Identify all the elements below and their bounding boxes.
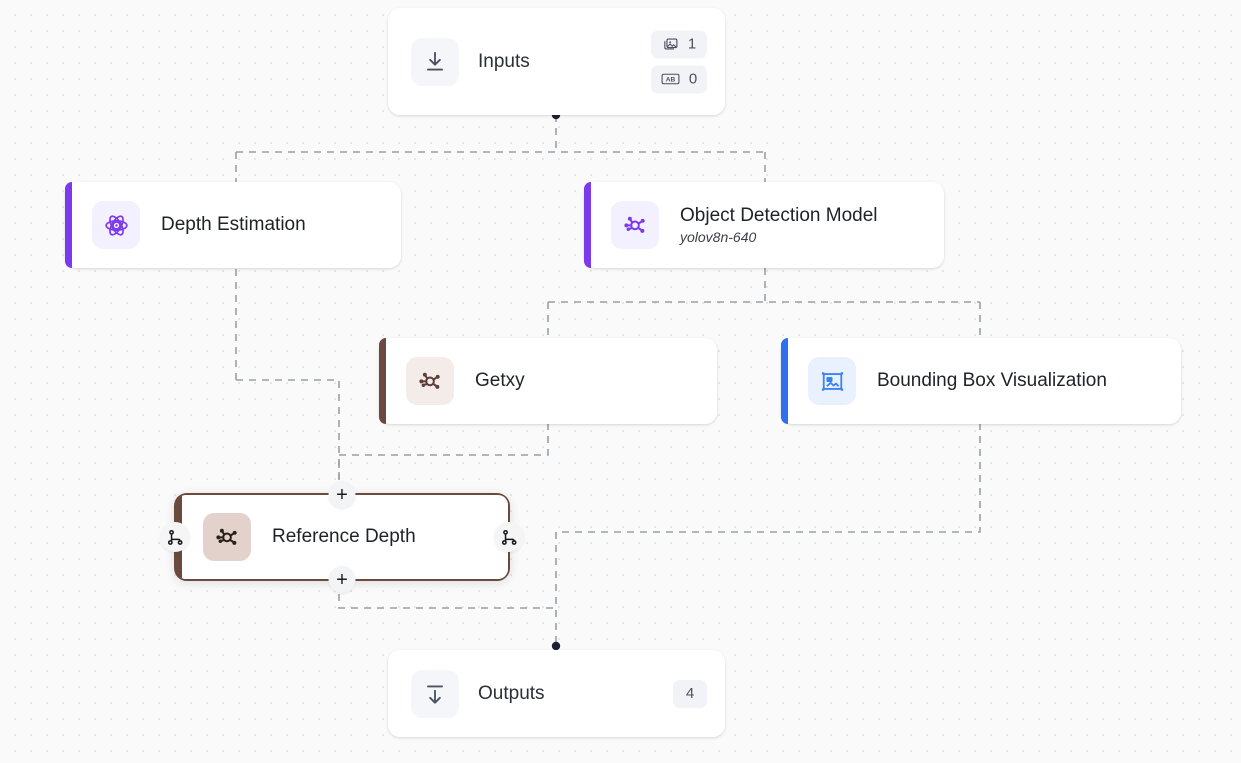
add-node-above-button[interactable]: +: [328, 481, 356, 508]
node-title: Outputs: [478, 682, 545, 704]
badge-images[interactable]: 1: [651, 30, 707, 58]
inputs-badges: 1 AB 0: [651, 30, 707, 93]
edge-depth-to-reference: [236, 379, 340, 480]
edge-reference-to-outputs: [338, 594, 556, 609]
node-depth-estimation[interactable]: Depth Estimation: [65, 182, 401, 268]
node-bounding-box-visualization[interactable]: Bounding Box Visualization: [781, 338, 1181, 424]
branch-icon: [167, 529, 183, 545]
branch-icon: [501, 529, 517, 545]
node-title: Getxy: [475, 370, 525, 392]
node-inputs[interactable]: Inputs 1 AB 0: [388, 8, 725, 115]
node-outputs[interactable]: Outputs 4: [388, 650, 725, 737]
node-reference-depth[interactable]: Reference Depth + +: [160, 481, 524, 593]
bounding-box-image-icon: [808, 357, 856, 405]
images-icon: [664, 38, 678, 50]
node-title: Depth Estimation: [161, 214, 306, 236]
hub-nodes-icon: [203, 513, 251, 561]
node-title: Reference Depth: [272, 526, 416, 548]
badge-text[interactable]: AB 0: [651, 65, 707, 93]
plus-icon: +: [336, 568, 348, 591]
hub-nodes-icon: [406, 357, 454, 405]
edge-bbox-to-outputs: [555, 423, 981, 646]
node-accent-bar: [65, 182, 72, 268]
add-node-below-button[interactable]: +: [328, 566, 356, 593]
badge-value: 4: [685, 685, 695, 702]
node-title: Inputs: [478, 50, 530, 72]
edge-dot-outputs: [551, 641, 561, 651]
input-handle-left[interactable]: [160, 522, 190, 552]
output-handle-right[interactable]: [494, 522, 524, 552]
node-title: Object Detection Model: [680, 204, 878, 226]
node-getxy[interactable]: Getxy: [379, 338, 717, 424]
export-down-icon: [411, 669, 459, 718]
badge-count[interactable]: 4: [673, 679, 707, 708]
node-accent-bar: [584, 182, 591, 268]
edge-getxy-to-reference: [338, 423, 549, 480]
outputs-badges: 4: [673, 679, 707, 708]
node-subtitle: yolov8n-640: [680, 229, 757, 246]
badge-value: 1: [687, 35, 697, 53]
atom-icon: [92, 201, 140, 249]
svg-text:AB: AB: [666, 77, 676, 84]
node-title: Bounding Box Visualization: [877, 370, 1107, 392]
badge-value: 0: [688, 70, 698, 88]
ab-text-icon: AB: [661, 73, 680, 85]
node-accent-bar: [781, 338, 788, 424]
hub-nodes-icon: [611, 201, 659, 249]
node-object-detection[interactable]: Object Detection Model yolov8n-640: [584, 182, 944, 268]
node-accent-bar: [379, 338, 386, 424]
download-arrow-icon: [411, 37, 459, 86]
plus-icon: +: [336, 483, 348, 506]
